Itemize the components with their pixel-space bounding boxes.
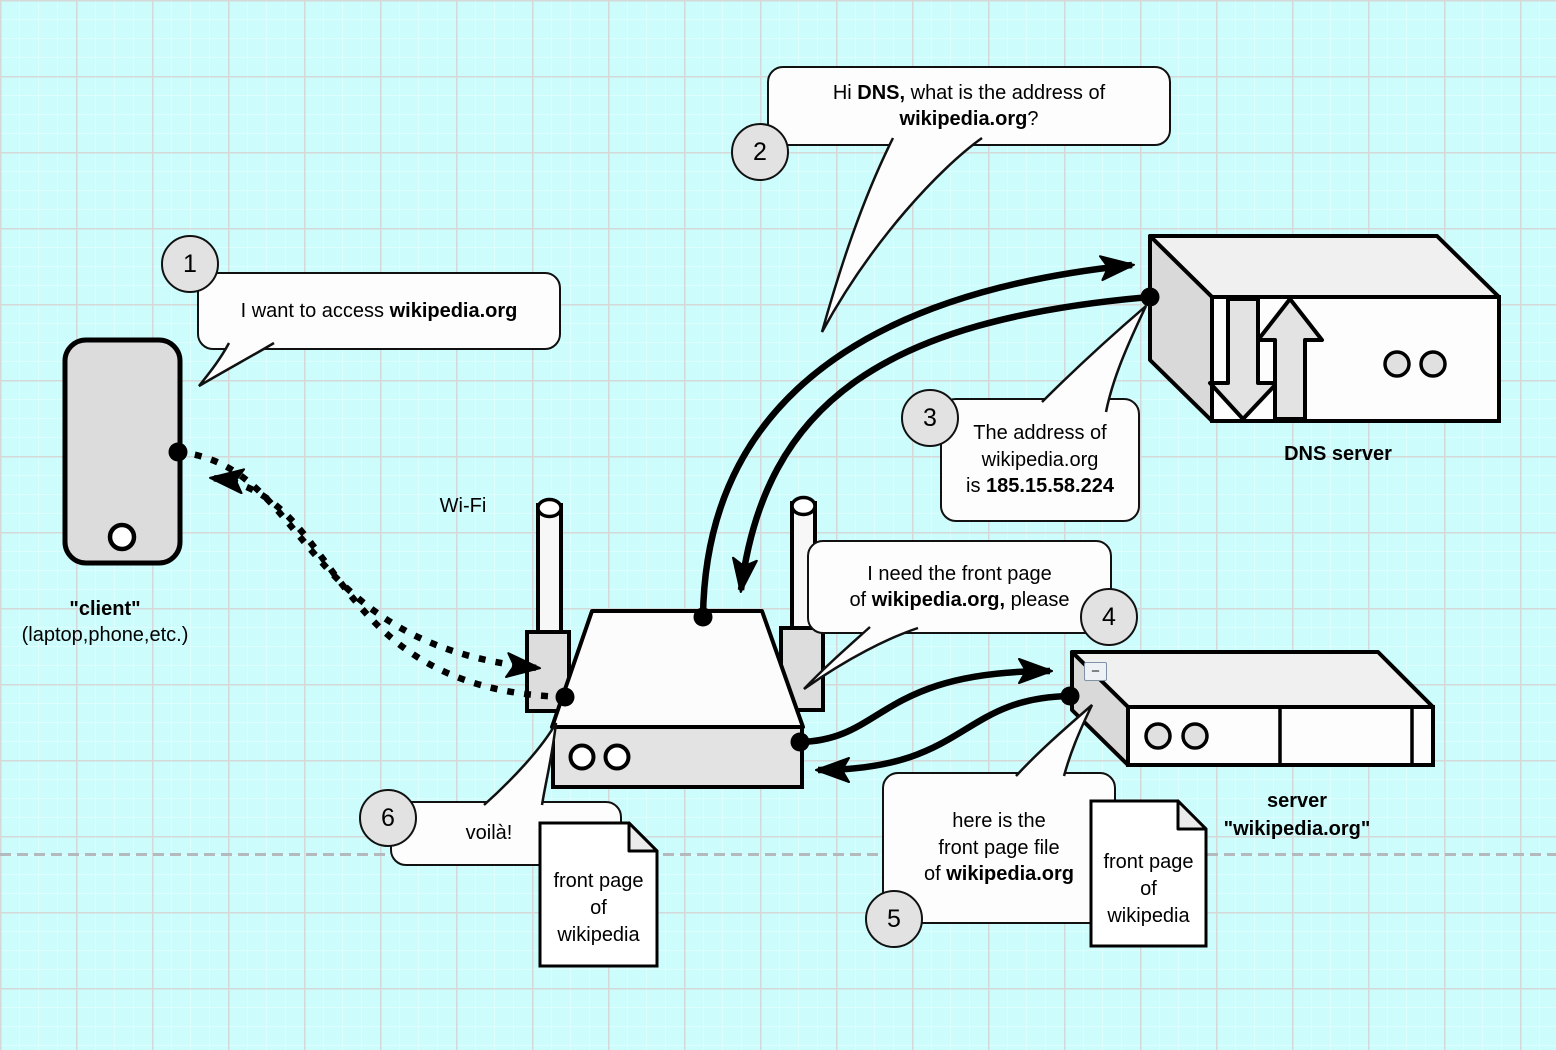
bubble-5-tail — [1015, 704, 1094, 777]
bubble-2-tail — [820, 136, 983, 333]
bubble-4-line2: of wikipedia.org, please — [849, 589, 1070, 611]
download-arrow-icon — [1208, 297, 1279, 421]
speech-bubble-2[interactable]: Hi DNS, what is the address of wikipedia… — [767, 66, 1171, 146]
step-badge-4[interactable]: 4 — [1080, 588, 1138, 646]
router-top — [550, 609, 805, 729]
bubble-4-tail — [803, 626, 919, 691]
router-antenna-base-right — [779, 626, 825, 712]
phone-home-button-icon — [107, 522, 137, 552]
step-badge-2[interactable]: 2 — [731, 123, 789, 181]
step-badge-5[interactable]: 5 — [865, 890, 923, 948]
collapse-minus-button[interactable]: − — [1084, 662, 1107, 681]
dns-server-label: DNS server — [1284, 443, 1392, 465]
arrow-request-to-server — [799, 658, 1053, 746]
router-antenna-base-left — [525, 630, 571, 713]
endpoint-dot — [168, 442, 188, 462]
document-right-label: front page of wikipedia — [1103, 851, 1194, 927]
bubble-5-line1: here is the — [952, 810, 1046, 833]
wifi-router[interactable] — [525, 495, 825, 789]
client-phone[interactable] — [62, 337, 183, 566]
step-badge-6[interactable]: 6 — [359, 789, 417, 847]
bubble-3-line2: wikipedia.org — [981, 448, 1099, 471]
bubble-5-line2: front page file — [938, 836, 1060, 859]
dns-server-box[interactable] — [1148, 234, 1501, 423]
endpoint-dot — [555, 687, 575, 707]
bubble-4-line1: I need the front page — [867, 562, 1052, 585]
bubble-2-line2: wikipedia.org? — [899, 108, 1039, 130]
step-badge-3[interactable]: 3 — [901, 389, 959, 447]
speech-bubble-5[interactable]: here is the front page file of wikipedia… — [882, 772, 1116, 924]
wikipedia-server-box[interactable] — [1070, 650, 1435, 767]
endpoint-dot — [790, 732, 810, 752]
document-left-label: front page of wikipedia — [553, 870, 644, 946]
arrow-wifi-request-dotted — [177, 448, 541, 679]
bubble-1-text: I want to access wikipedia.org — [240, 299, 518, 322]
endpoint-dot — [693, 607, 713, 627]
client-sublabel: (laptop,phone,etc.) — [21, 624, 189, 646]
wifi-label: Wi-Fi — [439, 495, 487, 517]
speech-bubble-6[interactable]: voilà! — [390, 801, 622, 866]
client-label: "client" — [69, 598, 141, 620]
endpoint-dot — [1140, 287, 1160, 307]
bubble-6-tail — [483, 722, 558, 806]
bubble-3-tail — [1041, 305, 1148, 413]
speech-bubble-4[interactable]: I need the front page of wikipedia.org, … — [807, 540, 1112, 634]
upload-arrow-icon — [1256, 297, 1324, 421]
bubble-3-line3: is 185.15.58.224 — [966, 475, 1114, 498]
arrow-response-from-server — [815, 692, 1071, 783]
step-badge-1[interactable]: 1 — [161, 235, 219, 293]
bubble-2-line1: Hi DNS, what is the address of — [832, 81, 1106, 104]
bubble-6-text: voilà! — [465, 822, 513, 845]
router-base — [551, 725, 804, 789]
bubble-3-line1: The address of — [973, 422, 1107, 445]
endpoint-dot — [1060, 686, 1080, 706]
bubble-5-line3: of wikipedia.org — [923, 863, 1075, 886]
page-boundary-dashed-line — [0, 853, 1556, 856]
speech-bubble-3[interactable]: The address of wikipedia.org is 185.15.5… — [940, 398, 1140, 522]
speech-bubble-1[interactable]: I want to access wikipedia.org — [197, 272, 561, 350]
wikipedia-server-label: server "wikipedia.org" — [1223, 790, 1371, 840]
